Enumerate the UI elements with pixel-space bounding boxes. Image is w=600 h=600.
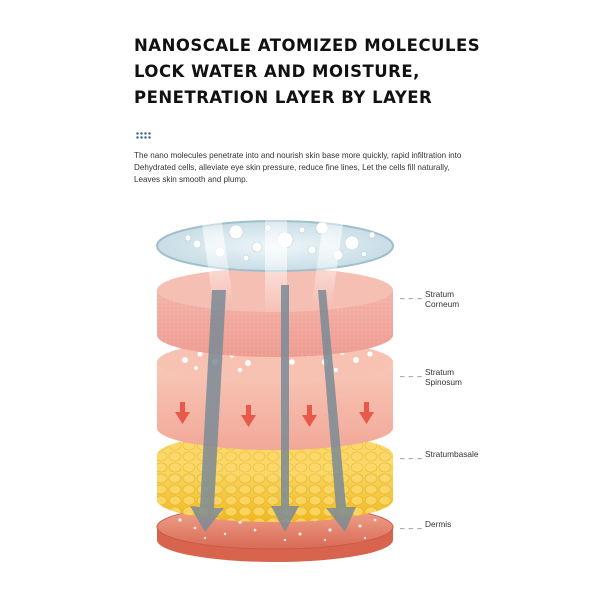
- headline-line-3: PENETRATION LAYER BY LAYER: [134, 88, 433, 107]
- headline-line-2: LOCK WATER AND MOISTURE,: [134, 62, 420, 81]
- label-line-1: Dermis: [425, 519, 452, 529]
- label-dash: ‒ ‒ ‒: [400, 372, 423, 381]
- label-line-1: Stratum: [425, 367, 455, 377]
- penetration-streams: [196, 184, 349, 315]
- label-stratum-spinosum: ‒ ‒ ‒ Stratum Spinosum: [400, 367, 462, 387]
- headline: NANOSCALE ATOMIZED MOLECULES LOCK WATER …: [134, 33, 574, 111]
- label-dermis: ‒ ‒ ‒ Dermis: [400, 519, 452, 533]
- label-stratumbasale: ‒ ‒ ‒ Stratumbasale: [400, 449, 479, 463]
- label-stratum-corneum: ‒ ‒ ‒ Stratum Corneum: [400, 289, 460, 309]
- penetration-arrows: [190, 285, 356, 532]
- label-dash: ‒ ‒ ‒: [400, 294, 423, 303]
- dots-decoration-icon: [136, 132, 151, 139]
- headline-line-1: NANOSCALE ATOMIZED MOLECULES: [134, 36, 481, 55]
- label-line-2: Spinosum: [425, 377, 462, 387]
- label-line-2: Corneum: [425, 299, 460, 309]
- label-line-1: Stratum: [425, 289, 455, 299]
- down-arrow-icon: [175, 402, 374, 427]
- label-dash: ‒ ‒ ‒: [400, 454, 423, 463]
- description-text: The nano molecules penetrate into and no…: [134, 151, 462, 184]
- label-line-1: Stratumbasale: [425, 449, 479, 459]
- label-dash: ‒ ‒ ‒: [400, 524, 423, 533]
